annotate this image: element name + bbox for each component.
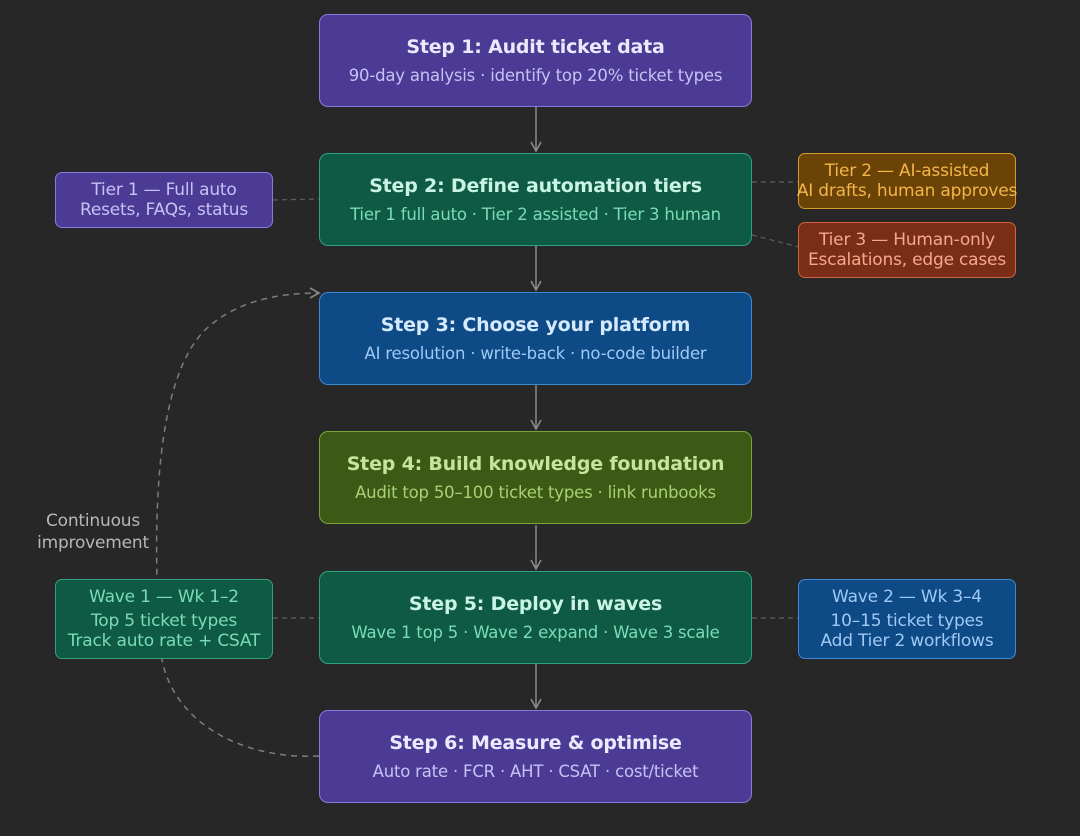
- wave-1-box[interactable]: Wave 1 — Wk 1–2 Top 5 ticket types Track…: [55, 579, 273, 659]
- step-2-title: Step 2: Define automation tiers: [369, 175, 702, 197]
- tier-1-detail: Resets, FAQs, status: [80, 200, 248, 220]
- step-5-title: Step 5: Deploy in waves: [408, 593, 663, 615]
- step-6-title: Step 6: Measure & optimise: [389, 732, 682, 754]
- tier-3-box[interactable]: Tier 3 — Human-only Escalations, edge ca…: [798, 222, 1016, 278]
- step-2-subtitle: Tier 1 full auto · Tier 2 assisted · Tie…: [350, 205, 721, 224]
- step-6-subtitle: Auto rate · FCR · AHT · CSAT · cost/tick…: [372, 762, 699, 781]
- wave-1-title: Wave 1 — Wk 1–2: [89, 587, 239, 607]
- wave-2-line-1: 10–15 ticket types: [830, 611, 984, 631]
- step-2-box[interactable]: Step 2: Define automation tiers Tier 1 f…: [319, 153, 752, 246]
- tier-1-title: Tier 1 — Full auto: [91, 180, 237, 200]
- loop-label-line-2: improvement: [37, 533, 149, 553]
- step-3-box[interactable]: Step 3: Choose your platform AI resoluti…: [319, 292, 752, 385]
- tier-2-box[interactable]: Tier 2 — AI-assisted AI drafts, human ap…: [796, 153, 1018, 209]
- wave-2-box[interactable]: Wave 2 — Wk 3–4 10–15 ticket types Add T…: [798, 579, 1016, 659]
- tier-2-detail: AI drafts, human approves: [796, 181, 1018, 201]
- step-5-box[interactable]: Step 5: Deploy in waves Wave 1 top 5 · W…: [319, 571, 752, 664]
- wave-1-line-1: Top 5 ticket types: [90, 611, 238, 631]
- link-tier1-step2: [272, 198, 320, 201]
- step-4-subtitle: Audit top 50–100 ticket types · link run…: [355, 483, 716, 502]
- tier-3-detail: Escalations, edge cases: [808, 250, 1006, 270]
- feedback-loop-arrow: [155, 287, 321, 757]
- step-3-subtitle: AI resolution · write-back · no-code bui…: [364, 344, 707, 363]
- step-4-title: Step 4: Build knowledge foundation: [346, 453, 725, 475]
- link-step2-tier3: [751, 234, 800, 248]
- step-6-box[interactable]: Step 6: Measure & optimise Auto rate · F…: [319, 710, 752, 803]
- step-5-subtitle: Wave 1 top 5 · Wave 2 expand · Wave 3 sc…: [351, 623, 720, 642]
- step-1-title: Step 1: Audit ticket data: [406, 36, 665, 58]
- tier-3-title: Tier 3 — Human-only: [819, 230, 995, 250]
- wave-1-line-2: Track auto rate + CSAT: [67, 631, 261, 651]
- step-4-box[interactable]: Step 4: Build knowledge foundation Audit…: [319, 431, 752, 524]
- tier-2-title: Tier 2 — AI-assisted: [824, 161, 990, 181]
- step-1-box[interactable]: Step 1: Audit ticket data 90-day analysi…: [319, 14, 752, 107]
- wave-2-line-2: Add Tier 2 workflows: [820, 631, 994, 651]
- tier-1-box[interactable]: Tier 1 — Full auto Resets, FAQs, status: [55, 172, 273, 228]
- step-1-subtitle: 90-day analysis · identify top 20% ticke…: [348, 66, 723, 85]
- step-3-title: Step 3: Choose your platform: [380, 314, 691, 336]
- loop-label-line-1: Continuous: [45, 511, 140, 531]
- continuous-improvement-label: Continuous improvement: [18, 510, 168, 554]
- wave-2-title: Wave 2 — Wk 3–4: [832, 587, 982, 607]
